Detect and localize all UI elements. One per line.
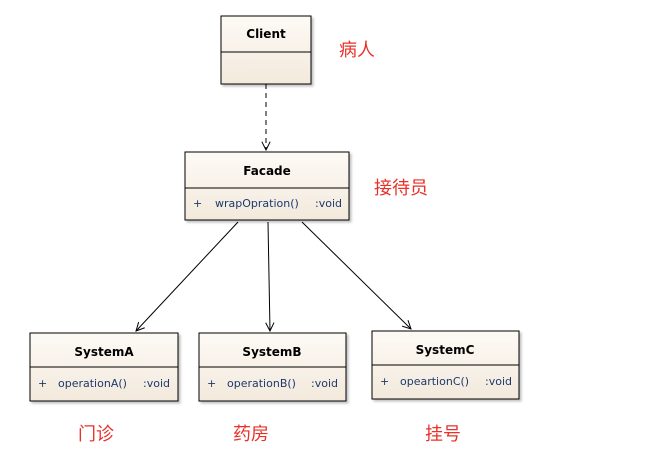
class-facade-op-name: wrapOpration() [215, 197, 299, 210]
note-client: 病人 [339, 40, 375, 61]
note-systemB: 药房 [233, 424, 269, 445]
note-facade: 接待员 [374, 178, 428, 199]
class-systemB-op-return: :void [311, 377, 338, 390]
class-systemA-op-return: :void [143, 377, 170, 390]
class-systemC-op-name: opeartionC() [400, 375, 469, 388]
class-facade-op-visibility: + [193, 197, 202, 210]
class-systemB-name: SystemB [242, 345, 301, 359]
class-systemA-name: SystemA [74, 345, 134, 359]
class-facade[interactable]: Facade + wrapOpration() :void [184, 151, 350, 221]
class-systemA-op-name: operationA() [58, 377, 127, 390]
class-facade-op-return: :void [315, 197, 342, 210]
class-facade-box [184, 151, 350, 221]
class-systemC-op-visibility: + [380, 375, 389, 388]
class-systemC[interactable]: SystemC + opeartionC() :void [371, 330, 520, 400]
class-systemA-op-visibility: + [38, 377, 47, 390]
facade-to-systemA-association [136, 221, 239, 331]
class-systemC-name: SystemC [416, 343, 475, 357]
class-facade-name: Facade [243, 164, 291, 178]
class-client-name: Client [246, 27, 286, 41]
class-systemB-op-name: operationB() [227, 377, 296, 390]
note-systemA: 门诊 [78, 424, 114, 445]
connectors [136, 84, 411, 331]
annotations: 病人 接待员 门诊 药房 挂号 [78, 40, 461, 445]
note-systemC: 挂号 [425, 424, 461, 445]
class-systemB[interactable]: SystemB + operationB() :void [198, 332, 347, 402]
class-client-box [220, 15, 312, 85]
class-systemA[interactable]: SystemA + operationA() :void [29, 332, 179, 402]
class-client[interactable]: Client [220, 15, 312, 85]
facade-to-systemC-association [301, 221, 411, 329]
class-systemB-op-visibility: + [207, 377, 216, 390]
class-systemC-op-return: :void [485, 375, 512, 388]
facade-to-systemB-association [268, 221, 270, 331]
